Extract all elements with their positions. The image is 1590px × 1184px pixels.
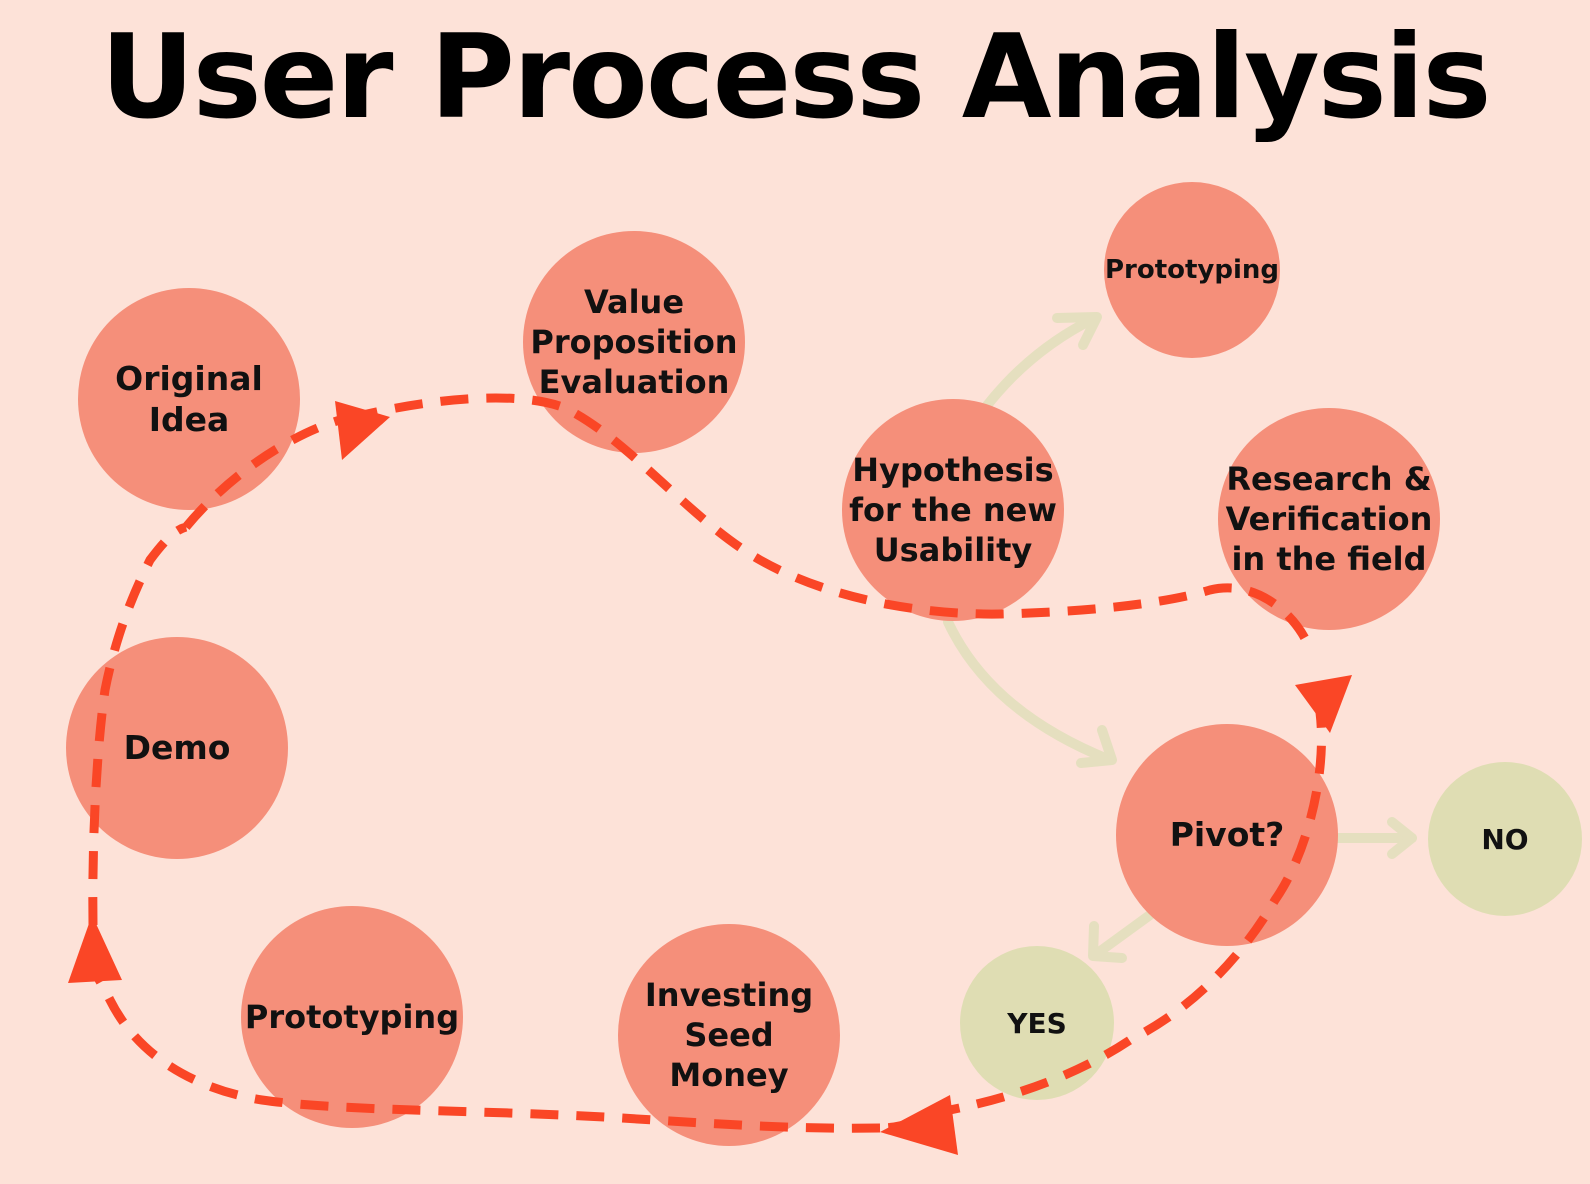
node-label-line: Prototyping — [244, 998, 460, 1036]
node-label-line: Value — [583, 283, 685, 321]
node-label-line: Verification — [1225, 500, 1433, 538]
node-label-line: YES — [1007, 1006, 1067, 1040]
node-label-line: Evaluation — [538, 363, 730, 401]
node-prototyping-top: Prototyping — [1104, 182, 1280, 358]
node-label-line: Prototyping — [1104, 254, 1280, 285]
node-label-line: Research & — [1226, 460, 1432, 498]
node-label-line: for the new — [849, 491, 1057, 529]
node-no: NO — [1428, 762, 1582, 916]
node-label-line: Seed — [684, 1016, 774, 1054]
node-label-line: Money — [669, 1056, 789, 1094]
arrowhead-hypothesis-to-prototyping — [1052, 312, 1102, 350]
node-label-line: Investing — [644, 976, 814, 1014]
node-label-line: Usability — [873, 531, 1033, 569]
node-label-line: in the field — [1231, 540, 1427, 578]
node-label-line: Demo — [123, 728, 231, 768]
node-label-line: Idea — [148, 400, 230, 439]
arrow-pivot-to-yes — [1090, 910, 1155, 960]
arrowhead-pivot-to-no — [1387, 817, 1417, 859]
arrow-hypothesis-to-prototyping — [980, 313, 1100, 413]
node-label-line: Hypothesis — [852, 451, 1054, 489]
node-label-line: NO — [1481, 822, 1529, 856]
node-yes: YES — [960, 946, 1114, 1100]
arrow-hypothesis-to-pivot — [943, 617, 1115, 765]
node-demo: Demo — [66, 637, 288, 859]
page-title: User Process Analysis — [100, 10, 1491, 145]
node-label-line: Proposition — [530, 323, 738, 361]
node-label-line: Pivot? — [1169, 815, 1285, 855]
node-label-line: Original — [115, 358, 263, 398]
node-pivot: Pivot? — [1116, 724, 1338, 946]
node-prototyping-bottom: Prototyping — [241, 906, 463, 1128]
